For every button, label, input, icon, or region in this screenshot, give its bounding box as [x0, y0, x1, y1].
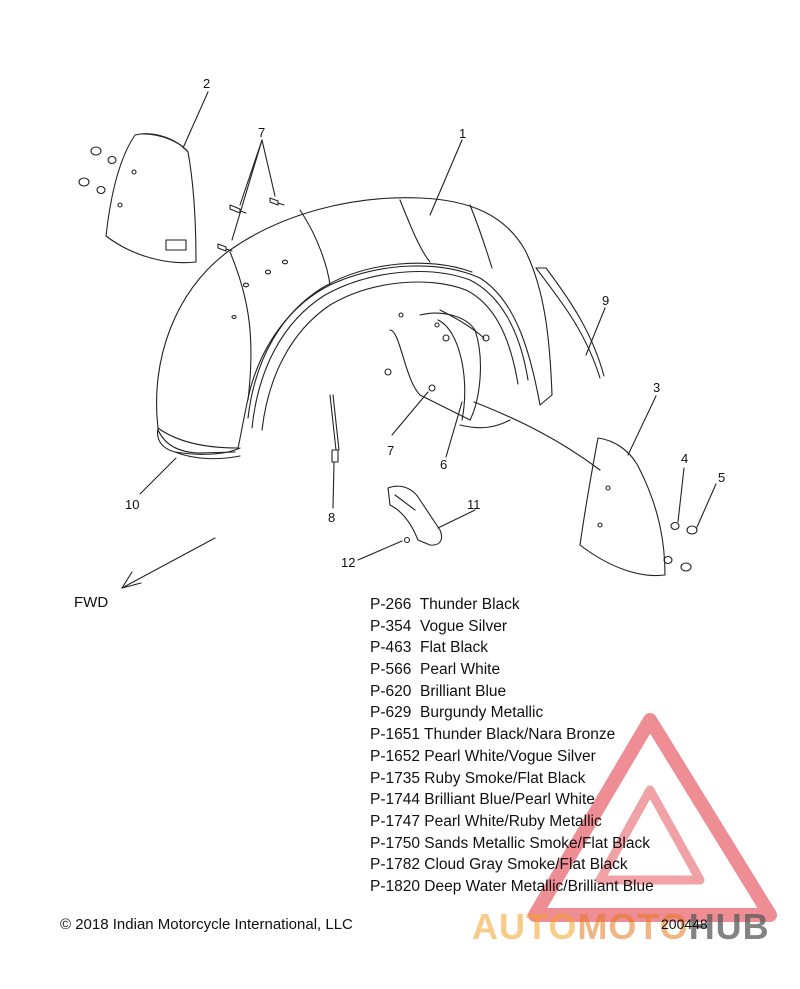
- paint-code-item: P-266 Thunder Black: [370, 594, 654, 616]
- paint-code: P-1651: [370, 726, 420, 744]
- support-rod: [329, 394, 340, 463]
- paint-name: Burgundy Metallic: [420, 704, 544, 722]
- leader-lines: [139, 91, 717, 561]
- paint-code: P-463: [370, 639, 412, 657]
- paint-code-item: P-1750 Sands Metallic Smoke/Flat Black: [370, 833, 654, 855]
- watermark-part-c: HUB: [688, 906, 770, 947]
- paint-code-item: P-354 Vogue Silver: [370, 616, 654, 638]
- watermark-part-b: MOTO: [577, 906, 689, 947]
- paint-code: P-566: [370, 661, 412, 679]
- diagram-id: 200448: [661, 916, 708, 932]
- paint-name: Sands Metallic Smoke/Flat Black: [424, 834, 650, 852]
- paint-code: P-1744: [370, 791, 420, 809]
- paint-code-item: P-1651 Thunder Black/Nara Bronze: [370, 724, 654, 746]
- paint-code-item: P-620 Brilliant Blue: [370, 681, 654, 703]
- callout-3: 3: [653, 380, 661, 395]
- callout-1: 1: [459, 126, 467, 141]
- paint-code: P-1652: [370, 747, 420, 765]
- rear-fender: [156, 197, 553, 460]
- paint-code-item: P-463 Flat Black: [370, 637, 654, 659]
- callout-10: 10: [125, 497, 140, 512]
- paint-code: P-1820: [370, 877, 420, 895]
- paint-code: P-1750: [370, 834, 420, 852]
- callout-9: 9: [602, 293, 610, 308]
- callout-7-top: 7: [258, 125, 266, 140]
- callout-11: 11: [467, 497, 481, 512]
- forward-arrow-icon: [121, 537, 216, 589]
- paint-code: P-620: [370, 682, 412, 700]
- license-bracket: [387, 485, 443, 546]
- callout-12: 12: [341, 555, 356, 570]
- paint-code-item: P-1744 Brilliant Blue/Pearl White: [370, 789, 654, 811]
- paint-name: Vogue Silver: [420, 617, 508, 635]
- callout-8: 8: [328, 510, 336, 525]
- callout-6: 6: [440, 457, 448, 472]
- paint-name: Flat Black: [420, 639, 489, 657]
- paint-code: P-1735: [370, 769, 420, 787]
- callout-7-bottom: 7: [387, 443, 395, 458]
- paint-code-item: P-1747 Pearl White/Ruby Metallic: [370, 811, 654, 833]
- paint-name: Pearl White: [420, 661, 501, 679]
- paint-name: Pearl White/Ruby Metallic: [424, 812, 602, 830]
- paint-name: Deep Water Metallic/Brilliant Blue: [424, 877, 654, 895]
- paint-code-list: P-266 Thunder Black P-354 Vogue Silver P…: [370, 594, 654, 898]
- watermark-part-a: AUTO: [472, 906, 578, 947]
- paint-code-item: P-1652 Pearl White/Vogue Silver: [370, 746, 654, 768]
- callout-5: 5: [718, 470, 726, 485]
- callout-4: 4: [681, 451, 689, 466]
- paint-name: Cloud Gray Smoke/Flat Black: [424, 856, 628, 874]
- lower-flap: [157, 429, 236, 454]
- left-side-cover: [78, 133, 197, 264]
- paint-code: P-1782: [370, 856, 420, 874]
- paint-name: Brilliant Blue: [420, 682, 507, 700]
- paint-code: P-1747: [370, 812, 420, 830]
- paint-name: Ruby Smoke/Flat Black: [424, 769, 586, 787]
- callout-2: 2: [203, 76, 211, 91]
- paint-code-item: P-629 Burgundy Metallic: [370, 702, 654, 724]
- paint-code-item: P-566 Pearl White: [370, 659, 654, 681]
- paint-code-item: P-1782 Cloud Gray Smoke/Flat Black: [370, 854, 654, 876]
- watermark-logo-icon: [528, 713, 777, 922]
- paint-name: Brilliant Blue/Pearl White: [424, 791, 595, 809]
- paint-code: P-266: [370, 596, 412, 613]
- paint-code-item: P-1735 Ruby Smoke/Flat Black: [370, 768, 654, 790]
- forward-label: FWD: [74, 594, 109, 611]
- bolts-upper: [217, 197, 285, 252]
- paint-name: Thunder Black: [419, 596, 520, 613]
- right-side-cover: [579, 437, 698, 577]
- paint-code: P-629: [370, 704, 412, 722]
- copyright-notice: © 2018 Indian Motorcycle International, …: [60, 916, 353, 933]
- paint-code-item: P-1820 Deep Water Metallic/Brilliant Blu…: [370, 876, 654, 898]
- paint-code: P-354: [370, 617, 412, 635]
- trim-strip: [535, 267, 605, 379]
- paint-name: Thunder Black/Nara Bronze: [424, 726, 616, 744]
- paint-name: Pearl White/Vogue Silver: [424, 747, 596, 765]
- watermark-text: AUTOMOTOHUB: [472, 906, 770, 948]
